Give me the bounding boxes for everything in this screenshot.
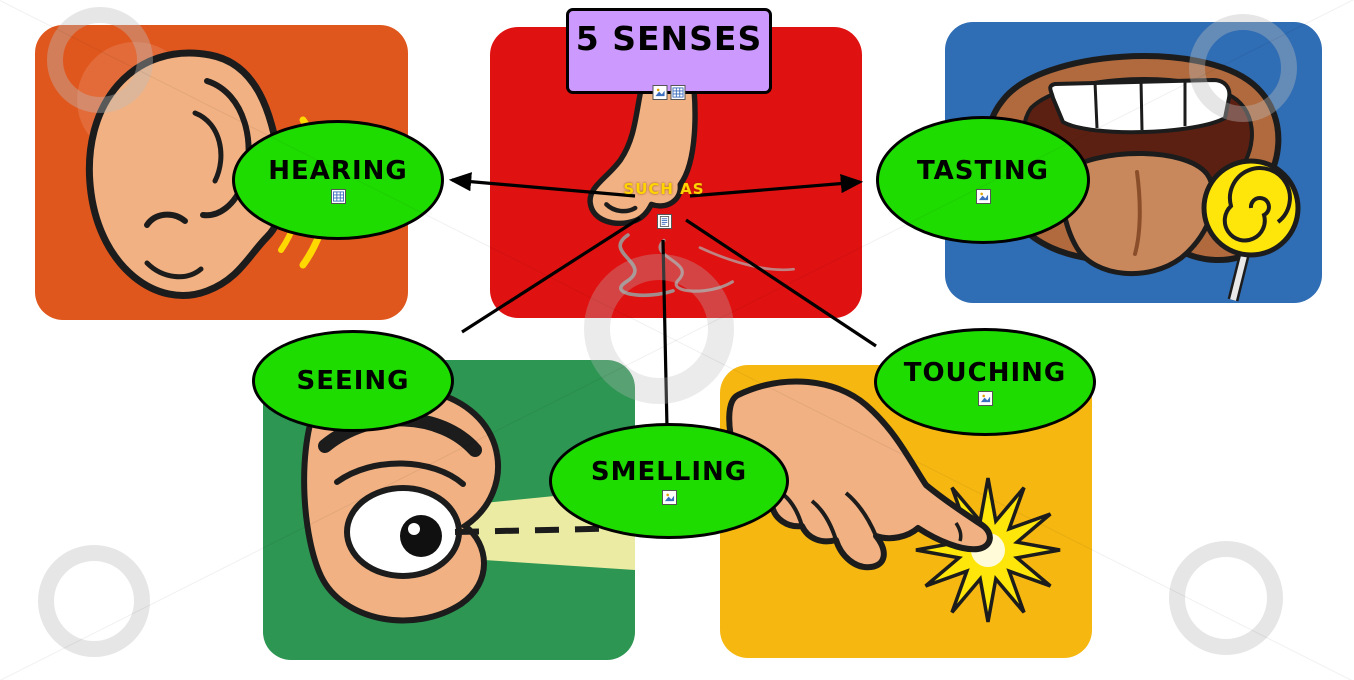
node-touching[interactable]: TOUCHING (874, 328, 1096, 436)
picture-attachment-icon[interactable] (652, 85, 668, 100)
title-label: 5 SENSES (575, 19, 763, 58)
watermark-ring (1169, 541, 1283, 655)
node-hearing-label: HEARING (268, 156, 408, 186)
node-hearing[interactable]: HEARING (232, 120, 444, 240)
notes-attachment-icon[interactable] (656, 214, 672, 229)
node-touching-label: TOUCHING (903, 358, 1067, 388)
picture-attachment-icon[interactable] (975, 189, 991, 204)
node-seeing[interactable]: SEEING (252, 330, 454, 432)
title-attachment-icons (652, 85, 686, 100)
node-tasting-label: TASTING (916, 156, 1050, 186)
picture-attachment-icon[interactable] (661, 490, 677, 505)
hub-node[interactable]: SUCH AS (596, 180, 732, 229)
grid-attachment-icon[interactable] (330, 189, 346, 204)
grid-attachment-icon[interactable] (670, 85, 686, 100)
node-smelling[interactable]: SMELLING (549, 423, 789, 539)
node-smelling-label: SMELLING (590, 457, 748, 487)
watermark-ring (38, 545, 150, 657)
node-tasting[interactable]: TASTING (876, 116, 1090, 244)
picture-attachment-icon[interactable] (977, 391, 993, 406)
hand-touch-illustration (726, 378, 1061, 623)
title-node[interactable]: 5 SENSES (566, 8, 772, 100)
node-seeing-label: SEEING (296, 366, 410, 396)
eye-illustration (301, 385, 635, 624)
hub-label: SUCH AS (623, 180, 705, 198)
